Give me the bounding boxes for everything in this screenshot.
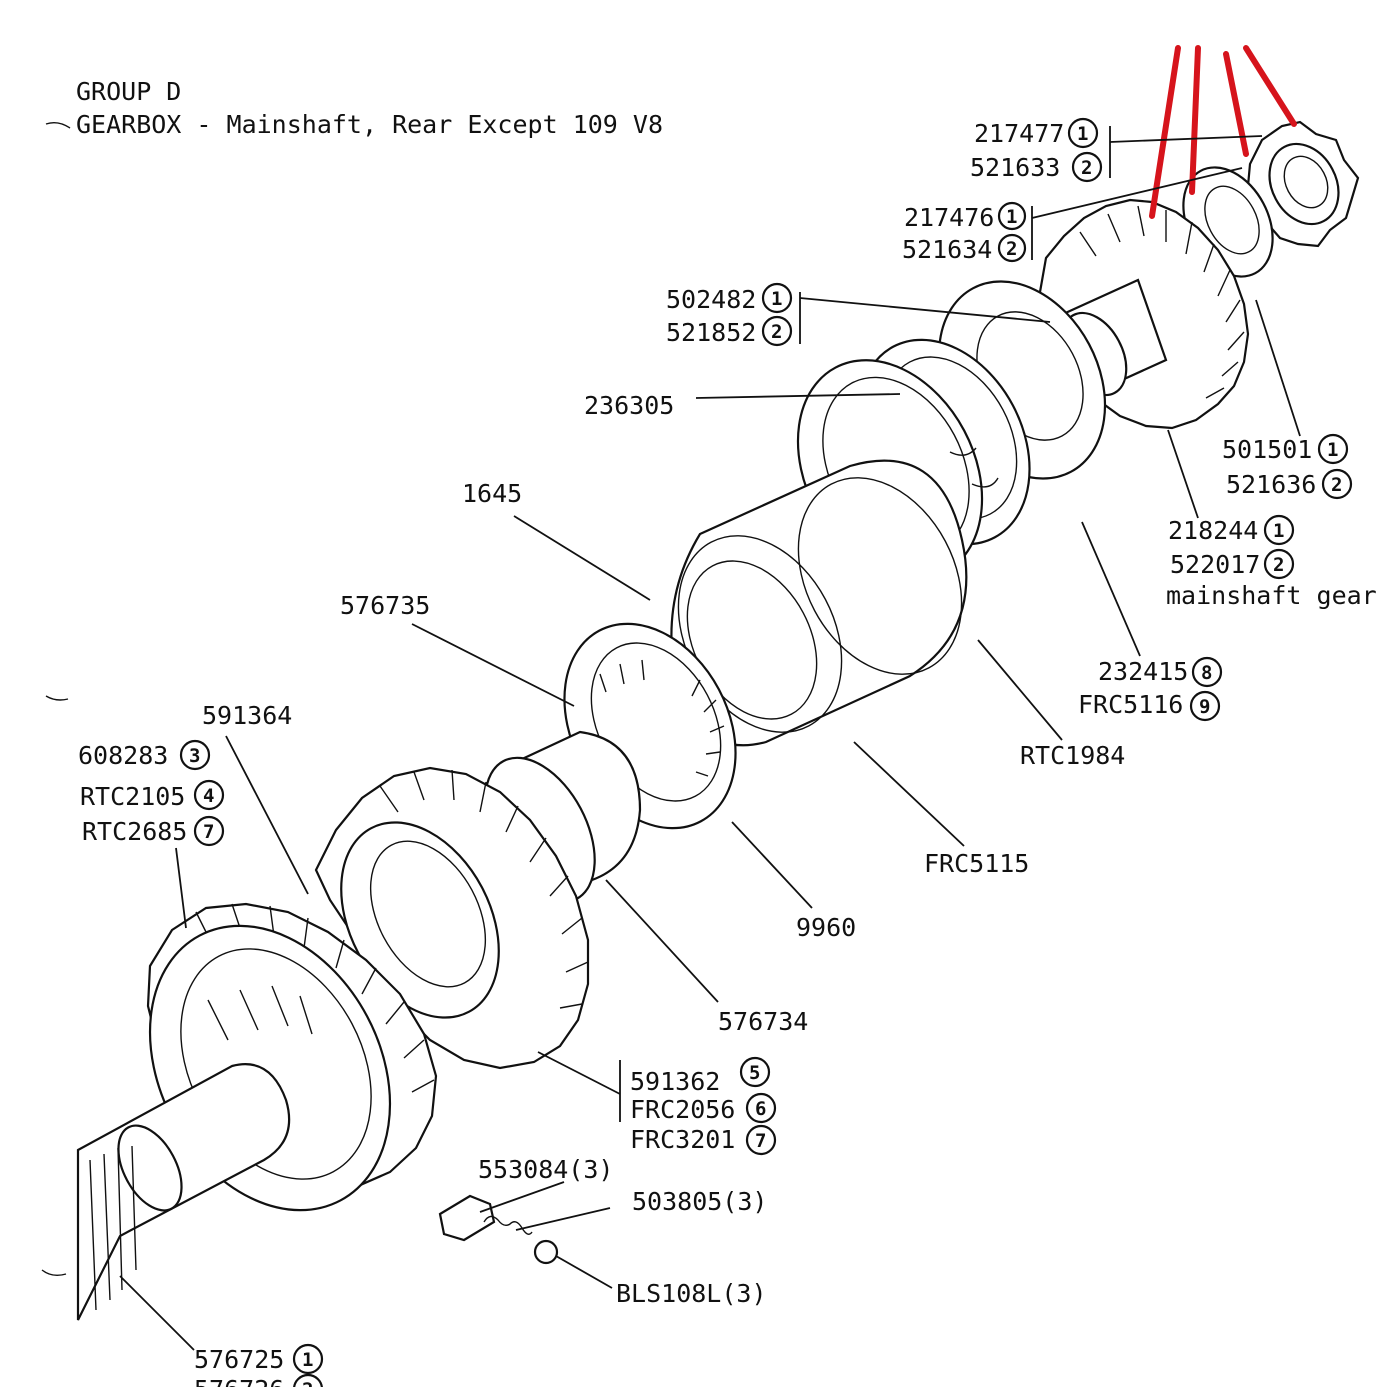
part-label: 576726 [194,1375,284,1387]
part-label: RTC2105 [80,782,185,811]
ref-number: 1 [1273,520,1284,542]
part-label: FRC2056 [630,1095,735,1124]
part-label: 1645 [462,479,522,508]
red-annotation-line [1223,51,1249,157]
part-label: 553084(3) [478,1155,613,1184]
ref-number: 2 [302,1379,313,1387]
parts-drawing [76,120,1360,1321]
part-label: 576734 [718,1007,808,1036]
diagram-subtitle: GEARBOX - Mainshaft, Rear Except 109 V8 [76,110,663,139]
ref-number: 6 [755,1098,766,1120]
ref-number: 9 [1199,696,1210,718]
part-labels: 217477 1 521633 2 217476 1 521634 2 5024… [78,117,1377,1387]
part-label: 521636 [1226,470,1316,499]
scan-mark [45,695,69,701]
red-annotation-line [1189,45,1201,195]
leader-lines [119,126,1301,1351]
ref-number: 7 [203,821,214,843]
part-label: RTC1984 [1020,741,1125,770]
synchro-sleeve [670,459,968,747]
part-label: 502482 [666,285,756,314]
ref-number: 2 [1331,474,1342,496]
detent-parts [438,1194,559,1265]
mainshaft [76,1063,291,1321]
part-label: 521852 [666,318,756,347]
ref-number: 7 [755,1130,766,1152]
part-label: RTC2685 [82,817,187,846]
castellated-nut [1246,120,1360,248]
part-label: 217476 [904,203,994,232]
ref-number: 3 [189,745,200,767]
ref-number: 1 [1327,439,1338,461]
part-label: 521633 [970,153,1060,182]
part-label: 521634 [902,235,992,264]
part-label: 503805(3) [632,1187,767,1216]
mainshaft-gear-label: mainshaft gear [1166,581,1377,610]
part-label: 608283 [78,741,168,770]
ref-number: 1 [302,1349,313,1371]
part-label: 9960 [796,913,856,942]
ref-number: 4 [203,785,214,807]
group-title: GROUP D [76,77,181,106]
part-label: 591364 [202,701,292,730]
ref-number: 1 [1077,123,1088,145]
part-label: 232415 [1098,657,1188,686]
part-label: 522017 [1170,550,1260,579]
red-annotation-line [1149,45,1181,219]
part-label: 217477 [974,119,1064,148]
scan-mark [45,121,71,129]
ref-number: 1 [771,288,782,310]
part-label: BLS108L(3) [616,1279,767,1308]
scan-mark [41,1269,67,1277]
part-label: 591362 [630,1067,720,1096]
red-annotation-line [1243,45,1297,127]
part-label: FRC5116 [1078,690,1183,719]
part-label: 236305 [584,391,674,420]
part-label: 218244 [1168,516,1258,545]
ref-number: 2 [771,321,782,343]
part-label: FRC5115 [924,849,1029,878]
part-label: 576735 [340,591,430,620]
part-label: 576725 [194,1345,284,1374]
ref-number: 2 [1006,238,1017,260]
ref-number: 8 [1201,662,1212,684]
part-label: FRC3201 [630,1125,735,1154]
ref-number: 2 [1081,157,1092,179]
ref-number: 5 [749,1062,760,1084]
ref-number: 1 [1006,206,1017,228]
second-gear [314,766,590,1070]
part-label: 501501 [1222,435,1312,464]
ref-number: 2 [1273,554,1284,576]
